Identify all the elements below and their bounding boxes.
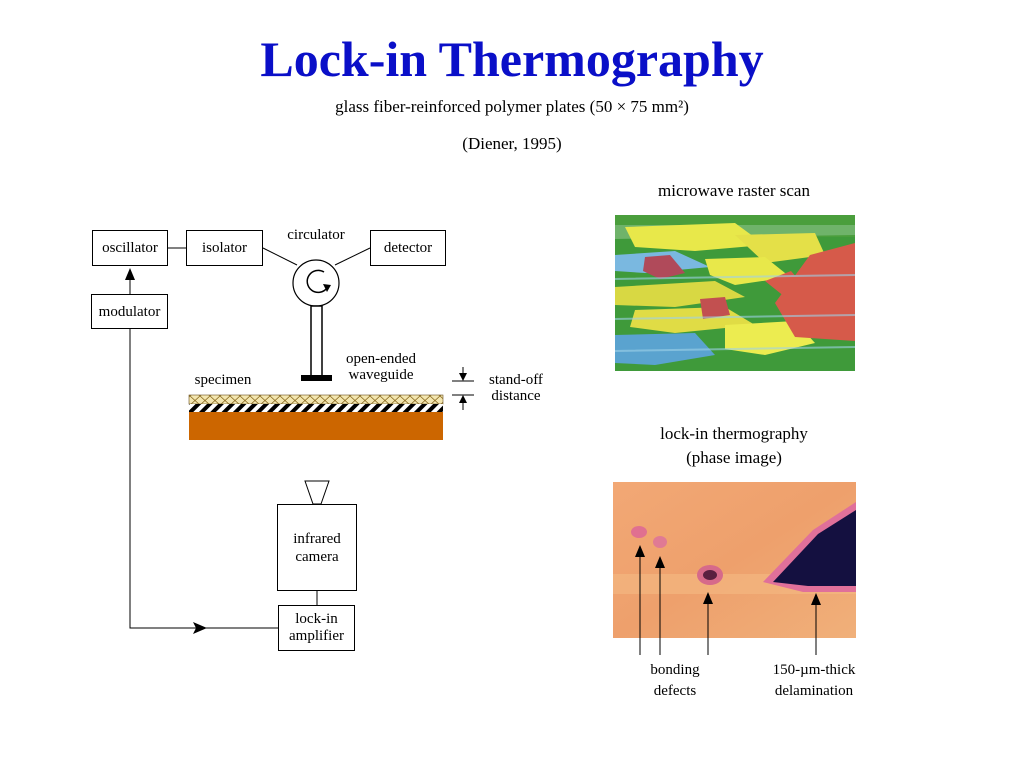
bonding-defect-2 — [653, 536, 667, 548]
specimen-substrate — [189, 412, 443, 440]
camera-label-line2: camera — [295, 548, 339, 565]
delamination-label: 150-µm-thick delamination — [772, 662, 856, 699]
camera-label-line1: infrared — [293, 530, 341, 547]
amplifier-label-line1: lock-in — [295, 611, 338, 627]
pointer-arrow — [703, 592, 713, 604]
infrared-camera-box: infrared camera — [277, 504, 357, 591]
microwave-caption: microwave raster scan — [658, 181, 810, 200]
thermography-caption: lock-in thermography (phase image) — [660, 424, 808, 467]
bonding-defect-1 — [631, 526, 647, 538]
specimen-hatched-layer — [189, 404, 443, 412]
isolator-box: isolator — [186, 230, 263, 266]
pointer-arrow — [811, 593, 821, 605]
waveguide-flange — [301, 375, 332, 381]
amplifier-label-line2: amplifier — [289, 628, 344, 644]
link-circulator-detector — [334, 247, 371, 266]
detector-box: detector — [370, 230, 446, 266]
pointer-arrow — [655, 556, 665, 568]
circulator-label: circulator — [287, 227, 345, 243]
bonding-defects-label: bonding defects — [650, 662, 700, 699]
oscillator-box: oscillator — [92, 230, 168, 266]
citation: (Diener, 1995) — [462, 134, 562, 153]
standoff-label: stand-off distance — [489, 372, 543, 404]
lock-in-amplifier-box: lock-in amplifier — [278, 605, 355, 651]
slide-title: Lock-in Thermography — [260, 31, 764, 87]
specimen-label: specimen — [194, 372, 252, 388]
link-isolator-circulator — [262, 247, 298, 266]
standoff-arrow-up — [459, 395, 467, 403]
slide-subtitle: glass fiber-reinforced polymer plates (5… — [335, 97, 689, 116]
standoff-arrow-down — [459, 373, 467, 381]
circulator-arrow — [306, 269, 328, 294]
waveguide-label: open-ended waveguide — [346, 351, 416, 383]
modulator-box: modulator — [91, 294, 168, 329]
pointer-arrow — [635, 545, 645, 557]
microwave-scan-image — [615, 215, 855, 371]
thermography-phase-image — [613, 482, 856, 638]
link-modulator-amplifier — [129, 329, 278, 629]
